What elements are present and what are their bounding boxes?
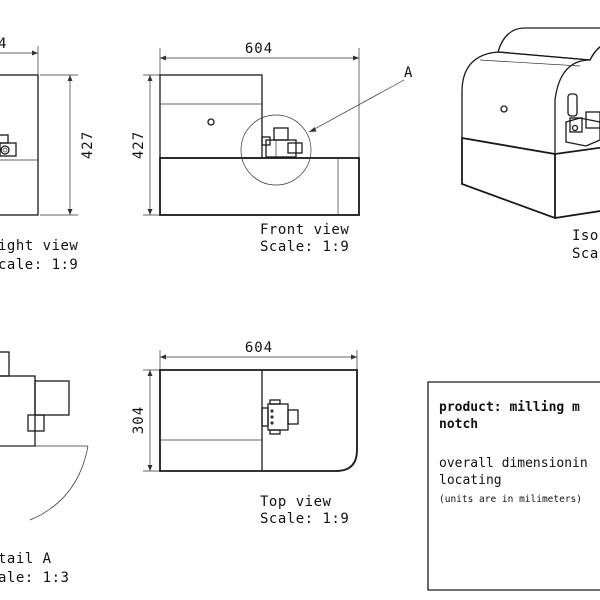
front-view-clamp-body — [265, 139, 297, 158]
iso-view-scale: Sca — [572, 246, 599, 262]
front-view-scale: Scale: 1:9 — [260, 239, 349, 255]
title-block: product: milling m notch overall dimensi… — [427, 381, 600, 591]
top-view-clamp-hole — [270, 409, 274, 413]
iso-upper-housing-outline — [461, 51, 591, 160]
front-view-upper-housing — [159, 74, 263, 159]
right-view-height-label: 427 — [80, 131, 96, 159]
dimension-arrow — [351, 354, 357, 360]
detail-clamp-body — [0, 375, 36, 447]
iso-base-bottom-edge — [554, 210, 600, 219]
iso-base-edge — [461, 137, 556, 155]
detail-clamp-top — [0, 351, 10, 377]
right-view-caption: ight view — [0, 238, 78, 254]
front-view-clamp-right — [287, 142, 303, 154]
right-view: 4 427 ight view cale: 1:9 — [0, 36, 96, 273]
top-view-clamp-right — [287, 409, 299, 425]
iso-view: Iso Sca — [461, 27, 600, 262]
front-view: 604 427 A Front view Scale: 1:9 — [131, 41, 413, 255]
iso-clamp-slot — [567, 93, 578, 117]
front-view-housing-hole — [207, 118, 215, 126]
title-block-frame — [427, 381, 600, 591]
dimension-arrow — [353, 55, 359, 61]
iso-base-front — [461, 136, 556, 220]
top-view-clamp-left — [261, 407, 269, 427]
dimension-arrow — [160, 55, 166, 61]
dimension-arrow — [160, 354, 166, 360]
top-view-height-label: 304 — [131, 406, 147, 434]
iso-clamp-hole — [571, 124, 579, 132]
iso-clamp-top — [585, 111, 600, 129]
detail-clamp-side-block — [34, 380, 70, 416]
iso-clamp-block — [569, 117, 583, 133]
top-view-outline — [159, 369, 358, 472]
right-view-clamp-hole-inner — [2, 147, 8, 153]
iso-housing-hole — [500, 105, 508, 113]
top-view-clamp-hole — [270, 421, 274, 425]
right-view-width-label: 4 — [0, 36, 7, 52]
title-block-description-cont: locating — [439, 473, 502, 488]
iso-view-caption: Iso — [572, 228, 599, 244]
dimension-arrow — [147, 465, 153, 471]
iso-housing-curve — [589, 46, 600, 61]
front-view-caption: Front view — [260, 222, 349, 238]
dimension-arrow — [67, 75, 73, 81]
top-view-caption: Top view — [260, 494, 332, 510]
detail-a-circle — [240, 114, 312, 186]
top-view-width-label: 604 — [245, 340, 273, 356]
detail-clamp-small-block — [27, 414, 45, 432]
dimension-arrow — [67, 209, 73, 215]
right-view-clamp-hole — [0, 145, 10, 155]
dimension-arrow — [147, 370, 153, 376]
leader-arrow — [309, 127, 317, 132]
detail-a-scale: ale: 1:3 — [0, 570, 69, 586]
top-view-scale: Scale: 1:9 — [260, 511, 349, 527]
front-view-height-label: 427 — [131, 131, 147, 159]
title-block-units-note: (units are in milimeters) — [439, 494, 582, 505]
dimension-arrow — [32, 50, 38, 56]
right-view-body — [0, 74, 39, 216]
front-view-base — [159, 157, 360, 216]
dimension-arrow — [147, 209, 153, 215]
title-block-product-cont: notch — [439, 417, 478, 432]
front-view-clamp-top — [273, 127, 289, 141]
detail-a-view: tail A ale: 1:3 — [0, 351, 89, 586]
detail-a-leader — [308, 79, 405, 133]
iso-top-face — [497, 27, 600, 61]
top-view: 604 304 Top view Scale: 1:9 — [131, 340, 358, 527]
title-block-description: overall dimensionin — [439, 456, 588, 471]
top-view-clamp-hole — [270, 415, 274, 419]
title-block-product: product: milling m — [439, 400, 580, 415]
detail-a-callout: A — [404, 65, 413, 81]
right-view-scale: cale: 1:9 — [0, 257, 78, 273]
iso-housing-top-edge — [479, 59, 581, 67]
detail-boundary-arc — [29, 445, 89, 521]
front-view-width-label: 604 — [245, 41, 273, 57]
detail-a-caption: tail A — [0, 551, 52, 567]
iso-base-top-edge — [554, 146, 600, 155]
dimension-arrow — [147, 75, 153, 81]
right-view-clamp-part — [0, 134, 9, 144]
right-view-clamp-body — [0, 142, 17, 157]
